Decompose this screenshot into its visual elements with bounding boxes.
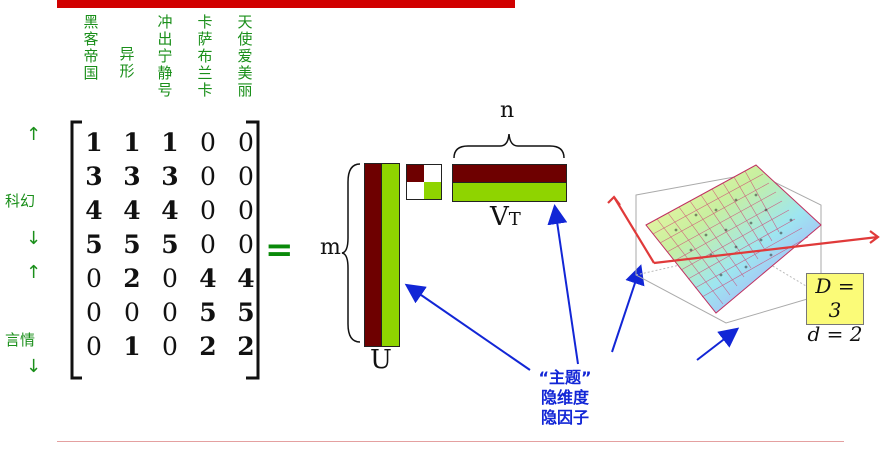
- v-letter: V: [490, 202, 509, 232]
- scifi-up-arrow: ↑: [26, 124, 42, 145]
- matrix-cell: 1: [85, 128, 103, 157]
- matrix-cell: 0: [238, 128, 254, 157]
- m-label: m: [320, 235, 341, 260]
- equals-sign: =: [265, 230, 294, 270]
- matrix-row: 0 1 0 2 2: [75, 330, 265, 364]
- matrix-cell: 4: [85, 196, 103, 225]
- genre-scifi-label: 科幻: [5, 192, 36, 210]
- matrix-row: 4 4 4 0 0: [75, 194, 265, 228]
- matrix-cell: 4: [199, 264, 217, 293]
- movie-header-2: 异形: [119, 45, 135, 80]
- bottom-divider: [57, 441, 844, 442]
- n-label: n: [500, 98, 515, 123]
- matrix-cell: 0: [162, 264, 178, 293]
- movie-header-5: 天使爱美丽: [237, 13, 253, 99]
- romance-up-arrow: ↑: [26, 262, 42, 283]
- vt-label: VT: [490, 202, 521, 232]
- matrix-cell: 0: [238, 196, 254, 225]
- movie-header-3: 冲出宁静号: [157, 13, 173, 99]
- matrix-row: 0 0 0 5 5: [75, 296, 265, 330]
- matrix-cell: 5: [237, 298, 255, 327]
- matrix-cell: 5: [123, 230, 141, 259]
- matrix-cell: 0: [124, 298, 140, 327]
- small-d-label: d = 2: [807, 322, 863, 346]
- movie-header-4: 卡萨布兰卡: [197, 13, 213, 99]
- matrix-cell: 2: [237, 332, 255, 361]
- matrix-row: 3 3 3 0 0: [75, 160, 265, 194]
- matrix-cell: 0: [162, 332, 178, 361]
- n-brace: [453, 133, 565, 159]
- latent-dim-label: 隐维度: [540, 388, 589, 407]
- matrix-cell: 1: [123, 332, 141, 361]
- topic-label: “主题”: [538, 368, 592, 387]
- matrix-cell: 0: [86, 332, 102, 361]
- genre-romance-label: 言情: [5, 331, 36, 349]
- matrix-cell: 0: [200, 196, 216, 225]
- matrix-cell: 0: [238, 162, 254, 191]
- topic-annotation: “主题” 隐维度 隐因子: [520, 368, 610, 428]
- matrix-cell: 0: [200, 162, 216, 191]
- matrix-cell: 5: [199, 298, 217, 327]
- matrix-row: 1 1 1 0 0: [75, 126, 265, 160]
- u-matrix-col-2: [381, 163, 400, 347]
- latent-factor-label: 隐因子: [540, 408, 589, 427]
- matrix-cell: 3: [161, 162, 179, 191]
- u-label: U: [370, 345, 392, 375]
- matrix-brackets: [70, 120, 260, 380]
- t-superscript: T: [508, 209, 521, 230]
- matrix-cell: 3: [123, 162, 141, 191]
- sigma-matrix: [406, 164, 442, 200]
- rating-matrix: 1 1 1 0 0 3 3 3 0 0 4 4 4 0 0 5 5 5 0 0 …: [75, 126, 265, 364]
- matrix-cell: 4: [161, 196, 179, 225]
- dimension-box: D = 3 d = 2: [806, 273, 864, 346]
- matrix-cell: 1: [161, 128, 179, 157]
- matrix-cell: 0: [200, 128, 216, 157]
- matrix-cell: 3: [85, 162, 103, 191]
- movie-header-1: 黑客帝国: [83, 13, 99, 82]
- scifi-down-arrow: ↓: [26, 228, 42, 249]
- matrix-cell: 1: [123, 128, 141, 157]
- matrix-cell: 4: [123, 196, 141, 225]
- matrix-cell: 0: [86, 264, 102, 293]
- romance-down-arrow: ↓: [26, 356, 42, 377]
- matrix-cell: 5: [161, 230, 179, 259]
- matrix-cell: 0: [86, 298, 102, 327]
- matrix-row: 5 5 5 0 0: [75, 228, 265, 262]
- matrix-cell: 4: [237, 264, 255, 293]
- matrix-cell: 2: [199, 332, 217, 361]
- big-d-label: D = 3: [815, 274, 855, 322]
- top-red-bar: [57, 0, 515, 8]
- m-brace: [341, 163, 361, 343]
- matrix-cell: 0: [162, 298, 178, 327]
- matrix-cell: 2: [123, 264, 141, 293]
- matrix-cell: 5: [85, 230, 103, 259]
- matrix-cell: 0: [238, 230, 254, 259]
- latent-plane-3d-plot: [607, 164, 880, 324]
- matrix-row: 0 2 0 4 4: [75, 262, 265, 296]
- sigma-cell-1: [407, 165, 424, 182]
- matrix-cell: 0: [200, 230, 216, 259]
- sigma-cell-2: [424, 182, 441, 199]
- vt-matrix-row-2: [452, 182, 567, 202]
